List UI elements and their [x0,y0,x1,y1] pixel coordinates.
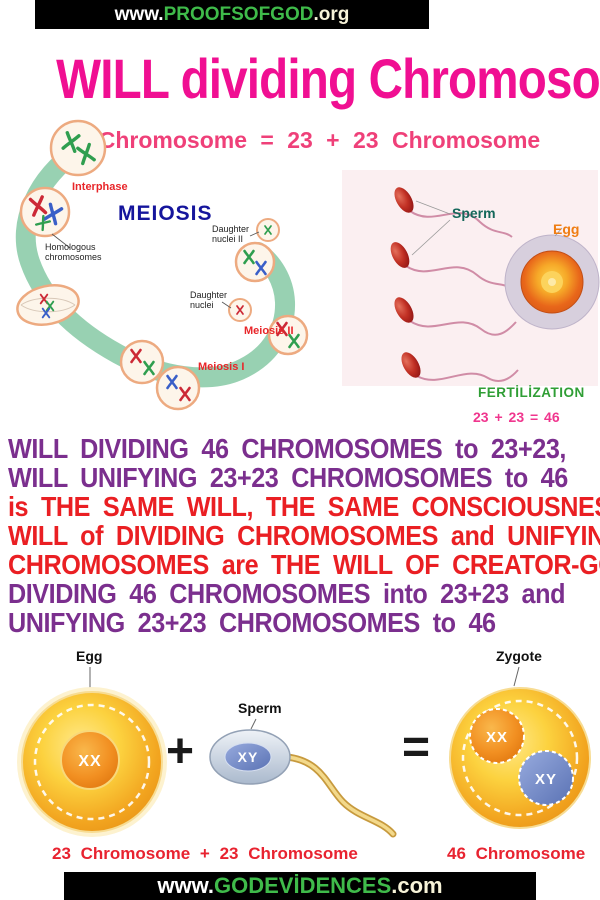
cell-metaphase [16,284,80,326]
page-title: WILL dividing Chromosomes [0,46,600,111]
sperm-label-line [250,718,257,730]
sperm-icon-2 [390,242,512,289]
cell-meiosis-i-b [155,365,201,411]
homologous-label-line1: Homologous [45,242,96,252]
egg-icon [504,234,600,330]
zygote-xy-text: XY [535,771,557,788]
sperm-xy-text: XY [238,749,259,765]
cell-meiosis-i-a [119,339,165,385]
sperm-icon-3 [394,297,517,336]
daughter-nuclei-ii-label-line1: Daughter [212,224,249,234]
message-line-5: CHROMOSOMES are THE WILL OF CREATOR-GOD. [8,549,600,580]
bottom-zygote-label: Zygote [496,648,542,664]
bottom-sperm-label: Sperm [238,700,282,716]
meiosis-ii-label: Meiosis II [244,325,294,337]
zygote-xx-text: XX [486,729,508,746]
page-title-text: WILL dividing Chromosomes [56,47,600,110]
top-url-name: PROOFSOFGOD [163,3,314,25]
bottom-egg-label: Egg [76,648,103,664]
cell-meiosis-ii-b [267,314,309,356]
cell-meiosis-ii-a [234,241,276,283]
bottom-diagram: XX XY XX XY [17,666,591,838]
daughter-nuclei-label-line2: nuclei [190,300,214,310]
sperm-tail [285,755,395,836]
egg-label: Egg [553,221,580,237]
message-line-4: WILL of DIVIDING CHROMOSOMES and UNIFYIN… [8,520,600,551]
message-line-1: WILL DIVIDING 46 CHROMOSOMES to 23+23, [8,433,566,464]
daughter-pointer-line [221,301,232,309]
message-block: WILL DIVIDING 46 CHROMOSOMES to 23+23, W… [8,434,600,637]
daughter-nuclei-label-line1: Daughter [190,290,227,300]
top-url-tld: .org [313,3,350,25]
zygote-cell: XX XY [449,687,591,829]
sperm-pointer-line-2 [411,219,451,256]
message-line-6: DIVIDING 46 CHROMOSOMES into 23+23 and [8,578,566,609]
message-line-3: is THE SAME WILL, THE SAME CONSCIOUSNESS… [8,491,600,522]
top-banner: www.PROOFSOFGOD.org [35,0,429,29]
interphase-label: Interphase [72,181,128,193]
footer-url-tld: .com [391,873,443,898]
footer-url-www: www. [157,873,214,898]
fertilization-equation: 23 + 23 = 46 [473,409,560,425]
sperm-icon-4 [401,352,519,382]
fertilization-label: FERTİLİZATION [478,385,585,400]
cell-interphase [19,186,71,238]
plus-sign: + [166,725,195,778]
caption-right: 46 Chromosome [447,844,586,863]
fertilization-panel [342,170,600,386]
homologous-pointer-line [51,233,71,249]
egg-xx-text: XX [78,753,101,770]
cell-parent [49,119,107,177]
meiosis-i-label: Meiosis I [198,361,244,373]
sperm-pointer-line-1 [415,200,451,215]
message-line-2: WILL UNIFYING 23+23 CHROMOSOMES to 46 [8,462,568,493]
meiosis-diagram: Interphase MEIOSIS Homologous chromosome… [15,119,309,411]
cell-daughter [228,298,252,322]
egg-cell: XX [17,687,167,837]
daughter-ii-pointer-line [249,231,260,237]
equals-sign: = [402,721,431,774]
page-subtitle: 46 Chromosome = 23 + 23 Chromosome [59,127,541,153]
top-url-www: www. [114,3,164,25]
footer-url-name: GODEVİDENCES [214,873,392,898]
sperm-cell: XY [209,729,397,838]
sperm-icon-1 [394,187,513,238]
daughter-nuclei-ii-label-line2: nuclei II [212,234,243,244]
zygote-label-line [513,666,520,687]
homologous-label-line2: chromosomes [45,252,102,262]
cell-daughter-ii [256,218,280,242]
egg-pointer-line [554,227,563,237]
footer-banner: www.GODEVİDENCES.com [64,872,536,900]
caption-left: 23 Chromosome + 23 Chromosome [52,844,358,863]
sperm-label: Sperm [452,205,496,221]
message-line-7: UNIFYING 23+23 CHROMOSOMES to 46 [8,607,496,638]
meiosis-title: MEIOSIS [118,202,213,225]
